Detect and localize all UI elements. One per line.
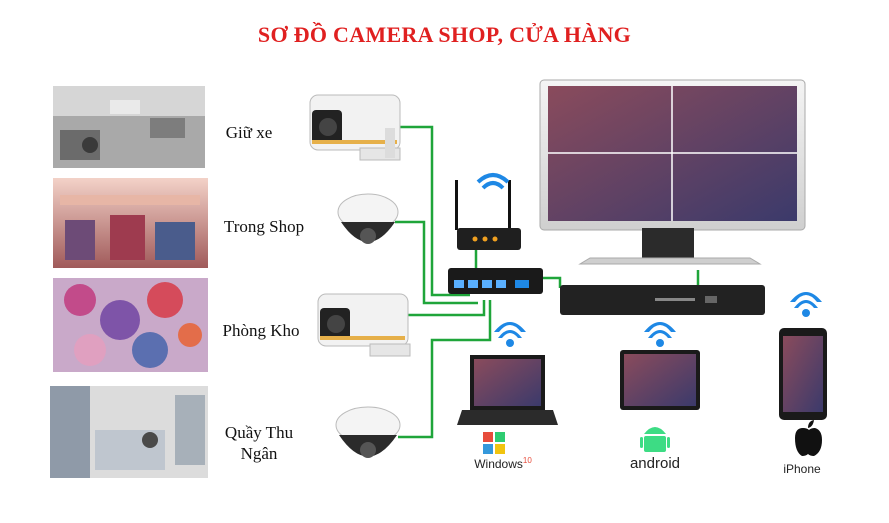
- cable-cam4: [398, 300, 492, 439]
- dome-camera-4: [335, 406, 401, 458]
- photo-parking: [53, 86, 205, 168]
- android-label: android: [629, 455, 681, 472]
- tablet: [620, 350, 700, 410]
- photo-shop: [53, 178, 208, 268]
- label-cashier: Quầy Thu Ngân: [212, 422, 306, 464]
- bullet-camera-1: [309, 94, 401, 161]
- photo-cashier: [50, 386, 208, 478]
- cable-cam3: [408, 300, 486, 317]
- bullet-camera-3: [317, 293, 411, 357]
- windows-logo-icon: [483, 432, 505, 454]
- wifi-router: [455, 180, 521, 250]
- cable-cam1: [400, 125, 470, 297]
- windows-label: Windows10: [468, 456, 538, 471]
- diagram-title: SƠ ĐỒ CAMERA SHOP, CỬA HÀNG: [257, 22, 632, 47]
- label-storage: Phòng Kho: [222, 321, 300, 340]
- label-cashier-line1: Quầy Thu: [224, 423, 294, 442]
- windows-text: Windows: [474, 457, 523, 471]
- wifi-signal-icon: [476, 173, 510, 190]
- wifi-icon-phone: [790, 292, 822, 317]
- wifi-icon-laptop: [494, 322, 526, 347]
- label-shop: Trong Shop: [223, 217, 305, 236]
- windows-version: 10: [522, 456, 532, 465]
- poe-switch: [448, 268, 543, 294]
- monitor: [539, 79, 806, 265]
- label-cashier-line2: Ngân: [240, 444, 278, 463]
- wifi-icon-tablet: [644, 322, 676, 347]
- laptop: [457, 355, 558, 425]
- dome-camera-2: [337, 193, 399, 244]
- phone: [779, 328, 827, 420]
- nvr-recorder: [560, 285, 765, 315]
- cable-cam2: [395, 220, 478, 305]
- photo-storage: [53, 278, 208, 372]
- android-logo-icon: [640, 427, 670, 452]
- apple-logo-icon: [795, 420, 822, 456]
- label-parking: Giữ xe: [225, 123, 273, 142]
- iphone-label: iPhone: [783, 462, 821, 476]
